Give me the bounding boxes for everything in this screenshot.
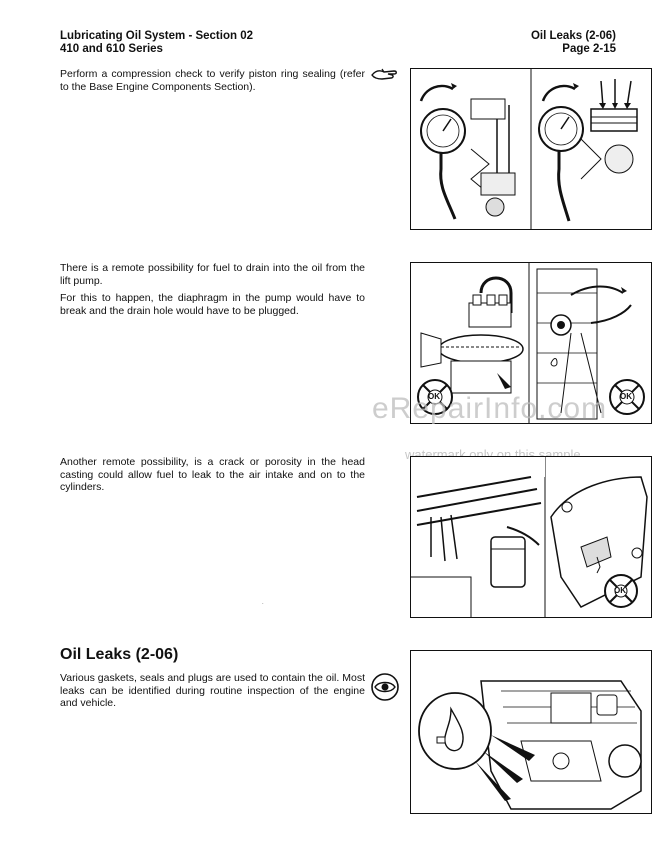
head-crack-text: Another remote possibility, is a crack o… xyxy=(60,456,365,493)
section-name: Lubricating Oil System - Section 02 xyxy=(60,30,253,42)
ok-prohibited-icon-right xyxy=(609,379,645,415)
watermark-main: eRepairInfo.com xyxy=(372,392,608,425)
compression-check-figure xyxy=(410,68,652,230)
fuel-drain-text: There is a remote possibility for fuel t… xyxy=(60,262,365,317)
ok-label-head: OK xyxy=(614,586,626,595)
oil-leaks-text: Various gaskets, seals and plugs are use… xyxy=(60,672,365,709)
section-title-oil-leaks: Oil Leaks (2-06) xyxy=(60,646,179,663)
lift-pump-figure xyxy=(410,262,652,424)
ok-label-right: OK xyxy=(620,392,632,401)
engine-inspection-figure xyxy=(410,650,652,814)
ok-label-left: OK xyxy=(428,392,440,401)
header-right: Oil Leaks (2-06) Page 2-15 xyxy=(531,30,616,56)
ok-prohibited-icon-head xyxy=(604,574,638,608)
ok-prohibited-icon-left xyxy=(417,379,453,415)
compression-text: Perform a compression check to verify pi… xyxy=(60,68,365,93)
header-left: Lubricating Oil System - Section 02 410 … xyxy=(60,30,253,56)
head-casting-figure xyxy=(410,456,652,618)
eye-inspect-icon xyxy=(371,673,399,701)
margin-mark: . xyxy=(262,600,264,606)
topic-name: Oil Leaks (2-06) xyxy=(530,30,616,42)
page-number: Page 2-15 xyxy=(562,43,616,55)
pointing-hand-icon xyxy=(371,68,397,80)
series-name: 410 and 610 Series xyxy=(60,43,163,55)
